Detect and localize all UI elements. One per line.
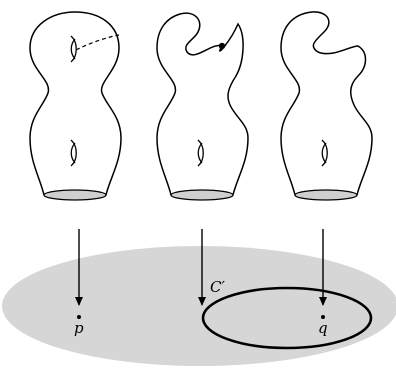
arrow-1-head — [75, 297, 83, 306]
surface-3-handle-bottom-b — [321, 142, 327, 164]
point-p-dot — [77, 315, 81, 319]
label-q: q — [318, 319, 328, 337]
surface-1-outline — [29, 11, 122, 196]
label-p: p — [74, 319, 84, 337]
surface-2-outline — [156, 12, 249, 196]
surface-1-handle-top-b — [70, 38, 76, 60]
surface-3-base-cap — [294, 189, 358, 201]
surface-1-handle-top-a — [70, 35, 77, 63]
base-plane — [2, 246, 396, 366]
surface-1-handle-bottom-a — [70, 139, 77, 167]
arrow-3-head — [319, 297, 327, 306]
surface-2 — [156, 12, 249, 201]
point-q-dot — [321, 315, 325, 319]
label-c-prime: C′ — [210, 278, 225, 296]
surface-2-base-cap — [170, 189, 234, 201]
surface-3 — [280, 11, 373, 201]
surface-3-handle-bottom-a — [321, 139, 328, 167]
surface-2-node-point — [218, 42, 226, 50]
surface-1 — [29, 11, 122, 201]
surface-1-vanishing-cycle — [75, 34, 120, 51]
surface-1-base-cap — [43, 189, 107, 201]
surface-2-handle-bottom-a — [197, 139, 204, 167]
surface-1-handle-bottom-b — [70, 142, 76, 164]
arrow-2-head — [198, 297, 206, 306]
projection-arrows — [75, 229, 327, 306]
surface-2-handle-bottom-b — [197, 142, 203, 164]
curve-c-prime — [201, 286, 373, 350]
surface-3-outline — [280, 11, 373, 196]
